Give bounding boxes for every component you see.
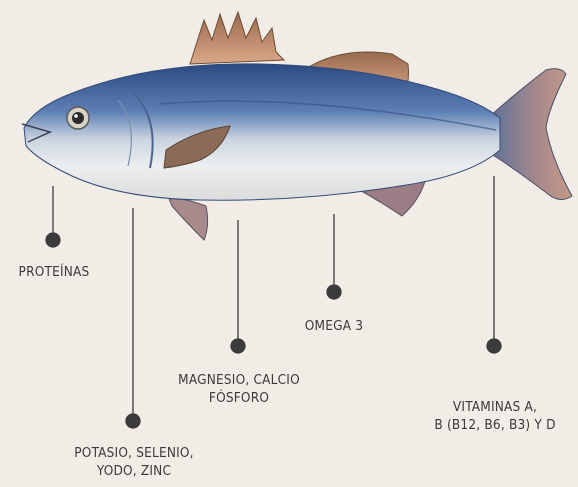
pelvic-fin: [168, 196, 208, 240]
connector-dot-vitaminas: [487, 339, 501, 353]
tail-fin: [488, 69, 572, 200]
label-vitaminas: VITAMINAS A, B (B12, B6, B3) Y D: [418, 398, 572, 434]
label-omega-3: OMEGA 3: [290, 317, 378, 335]
connector-dot-proteinas: [46, 233, 60, 247]
label-proteinas: PROTEÍNAS: [8, 263, 100, 281]
label-magnesio-calcio-fosforo: MAGNESIO, CALCIO FÓSFORO: [166, 371, 312, 407]
connector-dot-potasio: [126, 414, 140, 428]
connector-dot-omega: [327, 285, 341, 299]
dorsal-fin-spiny: [190, 12, 284, 64]
label-potasio-selenio-yodo-zinc: POTASIO, SELENIO, YODO, ZINC: [62, 444, 206, 480]
fish-body: [24, 64, 500, 200]
connector-dot-magnesio: [231, 339, 245, 353]
